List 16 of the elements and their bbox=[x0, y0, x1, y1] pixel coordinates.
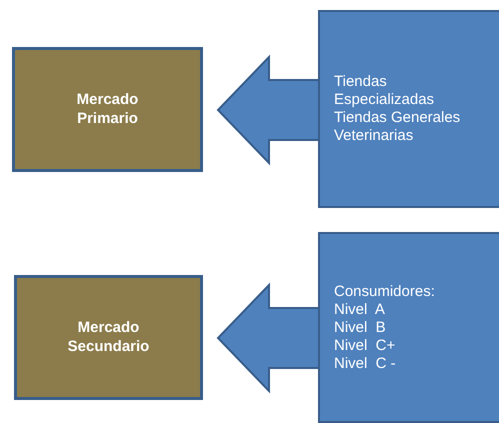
list-item: Nivel C+ bbox=[334, 336, 396, 354]
list-item: Veterinarias bbox=[334, 127, 414, 145]
list-item: Consumidores: bbox=[334, 282, 436, 300]
market-label: Mercado Primario bbox=[76, 90, 140, 128]
list-item: Nivel A bbox=[334, 300, 386, 318]
callout-box bbox=[318, 10, 499, 208]
list-item: Tiendas Especializadas bbox=[334, 73, 436, 109]
market-label: Mercado Secundario bbox=[66, 318, 150, 356]
market-box bbox=[12, 47, 203, 172]
block-arrow bbox=[216, 54, 320, 166]
callout-box bbox=[318, 232, 499, 423]
list-item: Tiendas Generales bbox=[334, 109, 462, 127]
list-item: Nivel B bbox=[334, 318, 387, 336]
market-box bbox=[14, 275, 203, 400]
list-item: Nivel C - bbox=[334, 354, 397, 372]
block-arrow bbox=[216, 282, 320, 394]
